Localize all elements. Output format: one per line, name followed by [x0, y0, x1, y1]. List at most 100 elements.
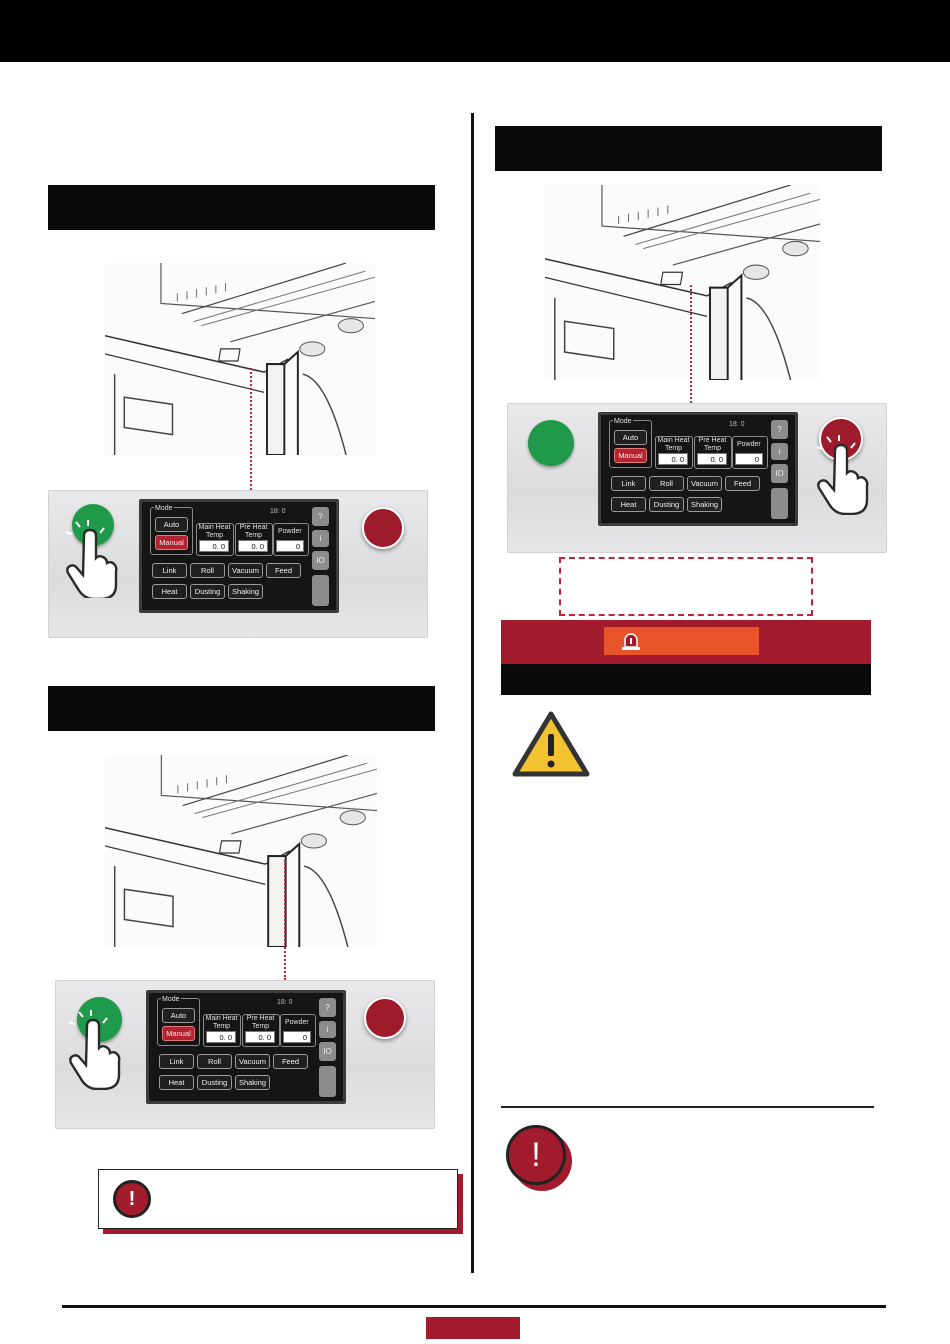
stop-button[interactable] [364, 997, 406, 1039]
mode-label: Mode [613, 418, 633, 426]
machine-illustration-1 [105, 263, 375, 455]
hand-pointer-icon [65, 520, 118, 598]
control-panel-1: Mode Auto Manual 18: 0 Main Heat Temp 0.… [48, 490, 428, 638]
io-side-button[interactable]: IO [771, 464, 788, 483]
heat-button[interactable]: Heat [159, 1075, 194, 1090]
vacuum-button[interactable]: Vacuum [228, 563, 263, 578]
manual-button[interactable]: Manual [162, 1026, 195, 1041]
main-heat-box [203, 1014, 241, 1047]
callout-connector-line-3 [690, 285, 692, 403]
pre-heat-box [242, 1014, 280, 1047]
hand-pointer-icon [816, 435, 869, 515]
info-side-button[interactable]: i [771, 443, 788, 460]
powder-label: Powder [737, 441, 761, 448]
dusting-button[interactable]: Dusting [190, 584, 225, 599]
feed-button[interactable]: Feed [725, 476, 760, 491]
io-side-button[interactable]: IO [319, 1042, 336, 1061]
pre-heat-box [235, 523, 273, 556]
page-number-tab [426, 1317, 520, 1339]
stop-button[interactable] [362, 507, 404, 549]
auto-button[interactable]: Auto [155, 517, 188, 532]
powder-value[interactable]: 0 [283, 1031, 311, 1043]
side-scroll-handle[interactable] [319, 1066, 336, 1097]
status-readout: 18: 0 [729, 421, 745, 428]
shaking-button[interactable]: Shaking [228, 584, 263, 599]
auto-button[interactable]: Auto [614, 430, 647, 445]
dusting-button[interactable]: Dusting [197, 1075, 232, 1090]
exclamation-circle-icon: ! [506, 1125, 578, 1191]
manual-button[interactable]: Manual [155, 535, 188, 550]
section-heading-bar-3 [495, 126, 882, 171]
callout-connector-line-1 [250, 368, 252, 490]
powder-box [273, 523, 309, 556]
powder-label: Powder [285, 1019, 309, 1026]
main-heat-temp-value[interactable]: 0. 0 [199, 540, 229, 552]
warning-banner [501, 620, 871, 664]
caption-dashed-box [559, 557, 813, 616]
section-heading-bar-2 [48, 686, 435, 731]
side-scroll-handle[interactable] [771, 488, 788, 519]
link-button[interactable]: Link [152, 563, 187, 578]
footer-rule [62, 1305, 886, 1308]
manual-button[interactable]: Manual [614, 448, 647, 463]
hmi-touchscreen: Mode Auto Manual 18: 0 Main Heat Temp 0.… [598, 412, 798, 526]
pre-heat-temp-label: Pre Heat Temp [698, 437, 727, 452]
pre-heat-temp-label: Pre Heat Temp [246, 1015, 275, 1030]
warning-label-box [604, 627, 759, 655]
powder-value[interactable]: 0 [276, 540, 304, 552]
hmi-touchscreen: Mode Auto Manual 18: 0 Main Heat Temp 0.… [146, 990, 346, 1104]
feed-button[interactable]: Feed [273, 1054, 308, 1069]
start-button[interactable] [528, 420, 574, 466]
page-header-bar [0, 0, 950, 62]
powder-label: Powder [278, 528, 302, 535]
auto-button[interactable]: Auto [162, 1008, 195, 1023]
machine-drawing [105, 755, 377, 947]
main-heat-temp-label: Main Heat Temp [657, 437, 690, 452]
pre-heat-temp-value[interactable]: 0. 0 [245, 1031, 275, 1043]
callout-connector-line-2 [284, 860, 286, 980]
pre-heat-temp-label: Pre Heat Temp [239, 524, 268, 539]
vacuum-button[interactable]: Vacuum [687, 476, 722, 491]
alarm-light-icon [622, 633, 640, 650]
main-heat-box [196, 523, 234, 556]
main-heat-temp-value[interactable]: 0. 0 [658, 453, 688, 465]
main-heat-temp-value[interactable]: 0. 0 [206, 1031, 236, 1043]
status-readout: 18: 0 [277, 999, 293, 1006]
section-rule [501, 1106, 874, 1108]
dusting-button[interactable]: Dusting [649, 497, 684, 512]
link-button[interactable]: Link [159, 1054, 194, 1069]
help-side-button[interactable]: ? [319, 998, 336, 1017]
io-side-button[interactable]: IO [312, 551, 329, 570]
feed-button[interactable]: Feed [266, 563, 301, 578]
help-side-button[interactable]: ? [312, 507, 329, 526]
mode-label: Mode [154, 505, 174, 513]
status-readout: 18: 0 [270, 508, 286, 515]
roll-button[interactable]: Roll [649, 476, 684, 491]
roll-button[interactable]: Roll [190, 563, 225, 578]
vacuum-button[interactable]: Vacuum [235, 1054, 270, 1069]
powder-box [732, 436, 768, 469]
link-button[interactable]: Link [611, 476, 646, 491]
machine-drawing [105, 263, 375, 455]
control-panel-3: Mode Auto Manual 18: 0 Main Heat Temp 0.… [507, 403, 887, 553]
note-callout-box: ! [98, 1169, 458, 1229]
side-scroll-handle[interactable] [312, 575, 329, 606]
roll-button[interactable]: Roll [197, 1054, 232, 1069]
pre-heat-box [694, 436, 732, 469]
pre-heat-temp-value[interactable]: 0. 0 [697, 453, 727, 465]
pre-heat-temp-value[interactable]: 0. 0 [238, 540, 268, 552]
info-side-button[interactable]: i [312, 530, 329, 547]
info-side-button[interactable]: i [319, 1021, 336, 1038]
shaking-button[interactable]: Shaking [235, 1075, 270, 1090]
help-side-button[interactable]: ? [771, 420, 788, 439]
machine-illustration-3 [545, 185, 820, 380]
powder-value[interactable]: 0 [735, 453, 763, 465]
mode-label: Mode [161, 996, 181, 1004]
shaking-button[interactable]: Shaking [687, 497, 722, 512]
machine-drawing [545, 185, 820, 380]
heat-button[interactable]: Heat [611, 497, 646, 512]
main-heat-temp-label: Main Heat Temp [198, 524, 231, 539]
heat-button[interactable]: Heat [152, 584, 187, 599]
column-divider [471, 113, 474, 1273]
hand-pointer-icon [68, 1010, 121, 1090]
